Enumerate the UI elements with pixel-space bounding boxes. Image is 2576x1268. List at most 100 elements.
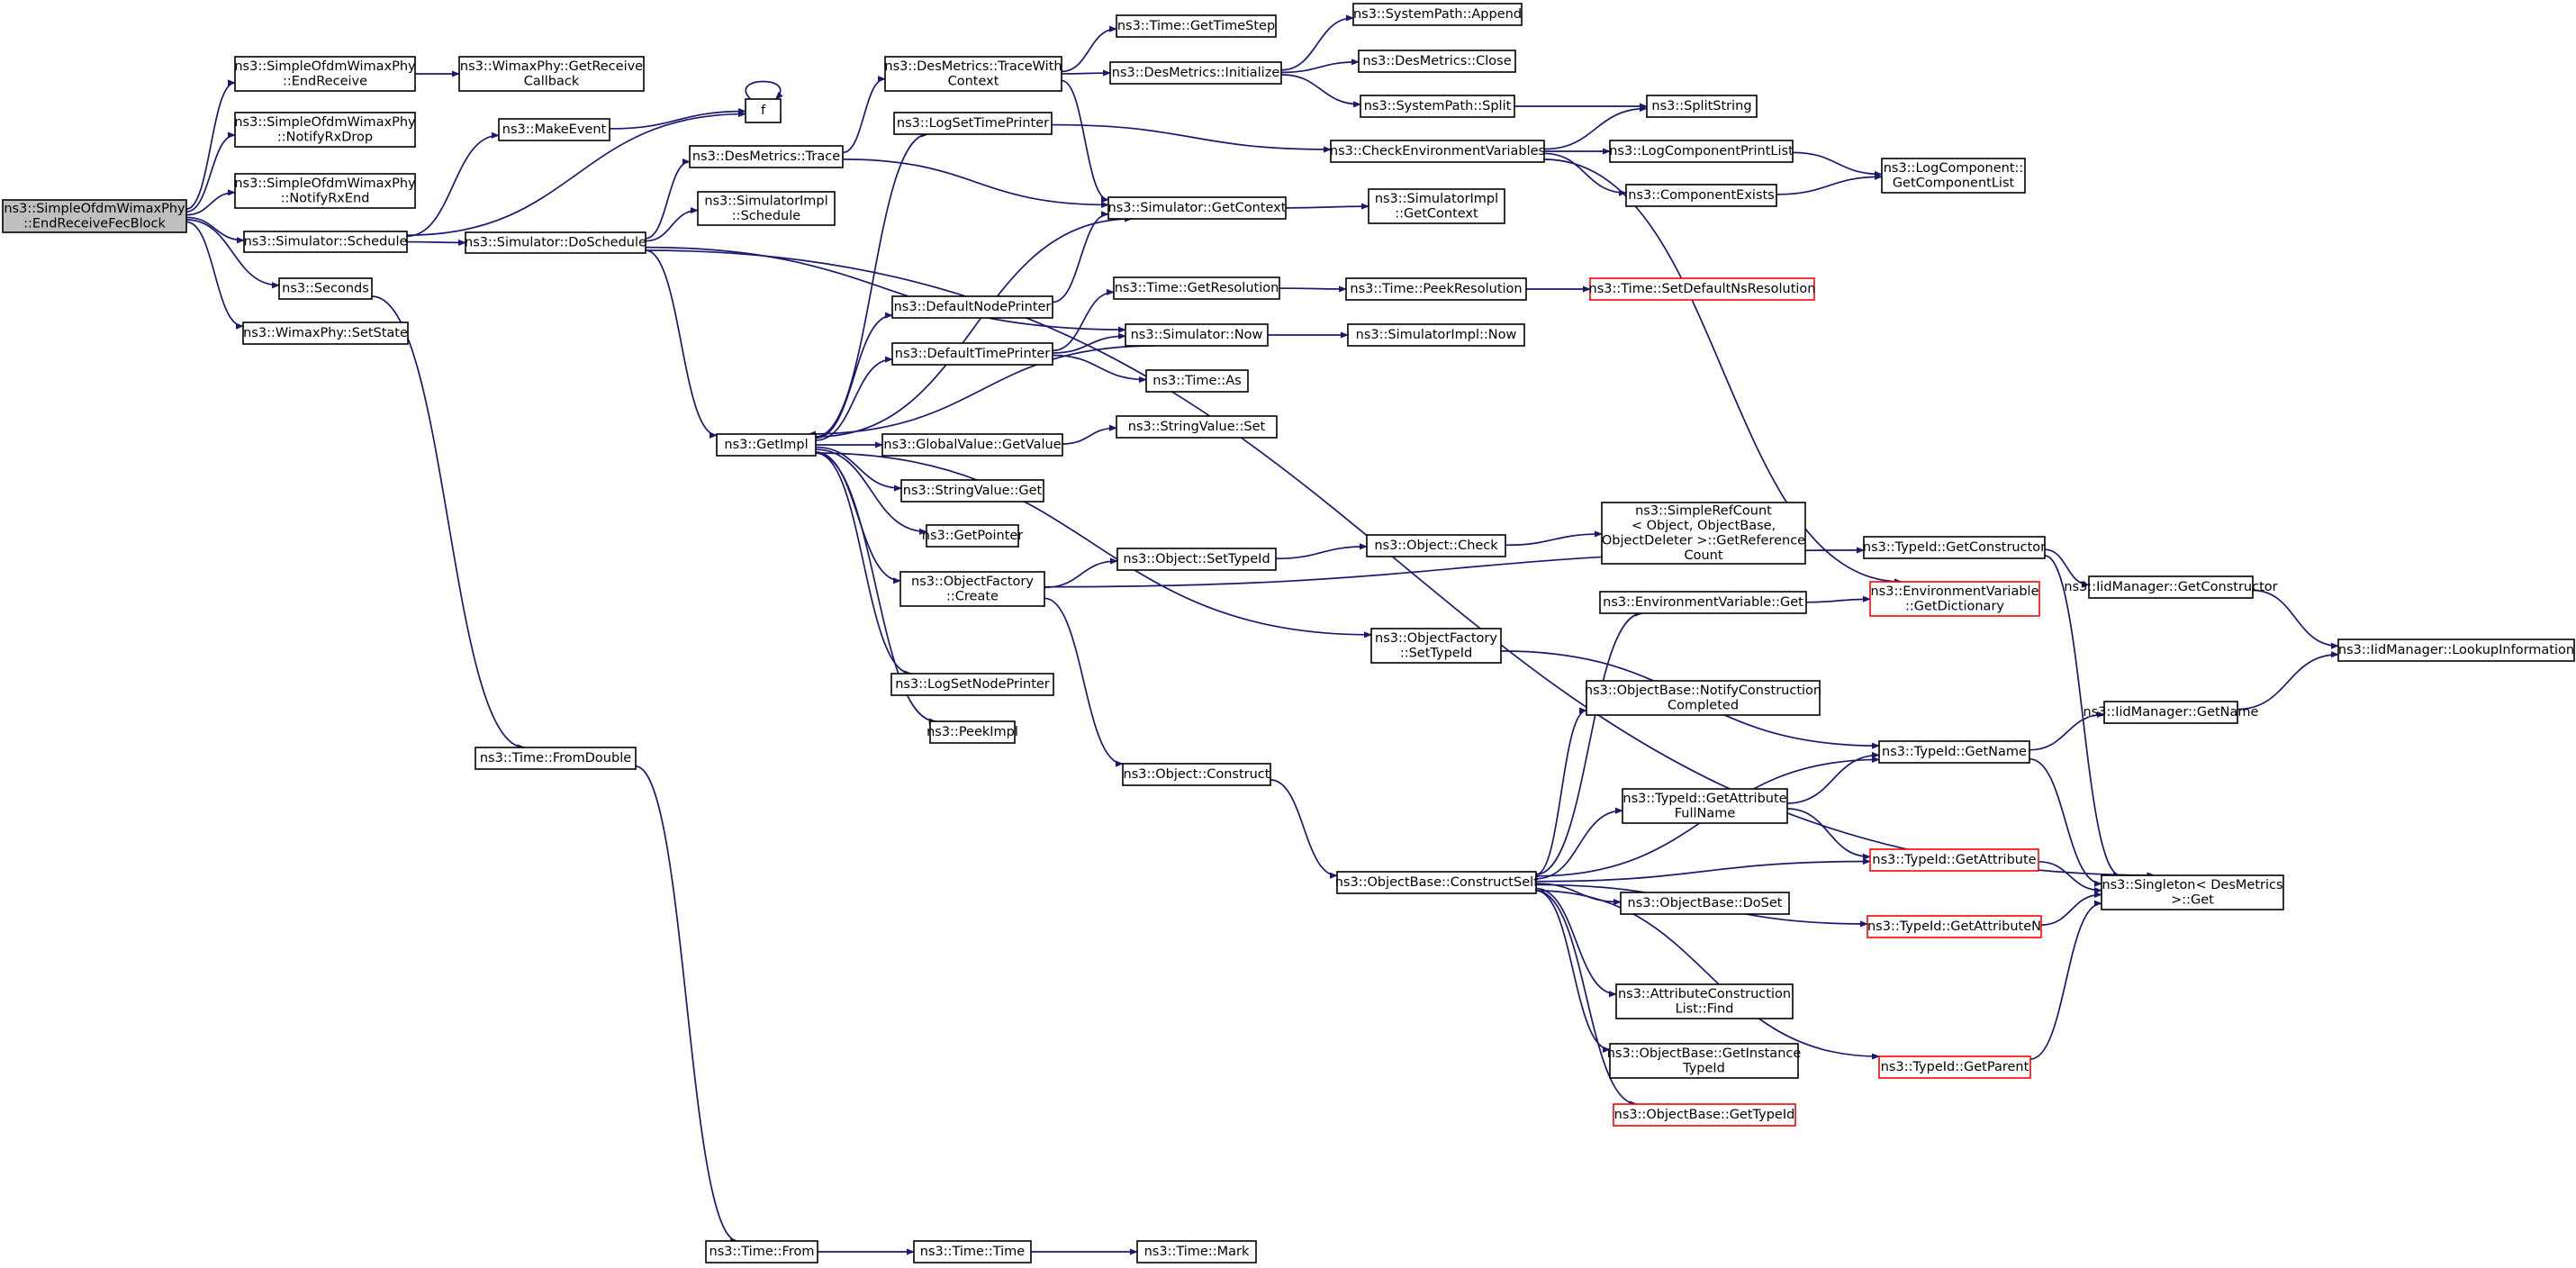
node-env-get-dictionary[interactable]: ns3::EnvironmentVariable::GetDictionary xyxy=(1869,581,2040,617)
node-simulator-now[interactable]: ns3::Simulator::Now xyxy=(1125,323,1269,347)
node-type-id-get-parent[interactable]: ns3::TypeId::GetParent xyxy=(1878,1055,2031,1079)
call-edge xyxy=(815,312,893,439)
call-edge xyxy=(842,76,886,154)
node-des-trace[interactable]: ns3::DesMetrics::Trace xyxy=(689,145,844,168)
node-default-node-printer[interactable]: ns3::DefaultNodePrinter xyxy=(891,295,1053,319)
node-object-construct[interactable]: ns3::Object::Construct xyxy=(1122,763,1271,786)
node-simple-ref-count[interactable]: ns3::SimpleRefCount< Object, ObjectBase,… xyxy=(1601,502,1806,565)
node-des-initialize[interactable]: ns3::DesMetrics::Initialize xyxy=(1109,61,1282,85)
node-type-id-get-attribute-n[interactable]: ns3::TypeId::GetAttributeN xyxy=(1866,915,2042,938)
node-get-time-step[interactable]: ns3::Time::GetTimeStep xyxy=(1116,14,1277,38)
node-sim-impl-now[interactable]: ns3::SimulatorImpl::Now xyxy=(1347,323,1525,347)
node-label: ns3::WimaxPhy::SetState xyxy=(243,326,408,340)
node-singleton-get[interactable]: ns3::Singleton< DesMetrics>::Get xyxy=(2101,874,2284,910)
node-get-resolution[interactable]: ns3::Time::GetResolution xyxy=(1113,276,1280,300)
node-label: ns3::Simulator::DoSchedule xyxy=(465,236,646,250)
node-label: TypeId xyxy=(1682,1061,1725,1075)
node-object-check[interactable]: ns3::Object::Check xyxy=(1366,534,1506,557)
node-box xyxy=(1370,628,1502,664)
node-peek-resolution[interactable]: ns3::Time::PeekResolution xyxy=(1345,277,1527,301)
node-time-mark[interactable]: ns3::Time::Mark xyxy=(1136,1240,1257,1263)
node-set-default-ns-resolution[interactable]: ns3::Time::SetDefaultNsResolution xyxy=(1589,277,1816,301)
node-box xyxy=(458,56,645,92)
node-get-pointer[interactable]: ns3::GetPointer xyxy=(922,524,1024,548)
node-label: ns3::ObjectFactory xyxy=(1375,631,1497,646)
node-component-exists[interactable]: ns3::ComponentExists xyxy=(1625,184,1777,207)
node-des-close[interactable]: ns3::DesMetrics::Close xyxy=(1358,50,1516,73)
node-end-receive[interactable]: ns3::SimpleOfdmWimaxPhy::EndReceive xyxy=(234,56,416,92)
call-edge xyxy=(1505,530,1603,547)
node-label: ::NotifyRxDrop xyxy=(277,130,373,144)
node-time-from[interactable]: ns3::Time::From xyxy=(705,1240,818,1263)
node-get-impl[interactable]: ns3::GetImpl xyxy=(716,433,817,457)
node-split-string[interactable]: ns3::SplitString xyxy=(1646,95,1758,118)
node-box xyxy=(716,433,817,457)
node-path-append[interactable]: ns3::SystemPath::Append xyxy=(1352,3,1523,26)
call-edge xyxy=(815,356,893,441)
node-from-double[interactable]: ns3::Time::FromDouble xyxy=(475,747,637,770)
node-end-receive-fec-block[interactable]: ns3::SimpleOfdmWimaxPhy::EndReceiveFecBl… xyxy=(2,199,187,233)
node-get-context[interactable]: ns3::Simulator::GetContext xyxy=(1107,196,1287,220)
node-default-time-printer[interactable]: ns3::DefaultTimePrinter xyxy=(891,342,1053,366)
node-label: Completed xyxy=(1668,698,1739,712)
node-do-schedule[interactable]: ns3::Simulator::DoSchedule xyxy=(465,231,646,254)
node-log-component-print-list[interactable]: ns3::LogComponentPrintList xyxy=(1609,140,1794,163)
node-notify-rx-drop[interactable]: ns3::SimpleOfdmWimaxPhy::NotifyRxDrop xyxy=(234,112,416,148)
node-schedule[interactable]: ns3::Simulator::Schedule xyxy=(243,231,408,253)
node-box xyxy=(705,1240,818,1263)
node-notify-construction-completed[interactable]: ns3::ObjectBase::NotifyConstructionCompl… xyxy=(1585,680,1821,716)
call-edge xyxy=(1535,890,1611,1053)
node-box xyxy=(929,720,1016,744)
node-label: ns3::SimpleOfdmWimaxPhy xyxy=(234,177,416,191)
node-log-set-time-printer[interactable]: ns3::LogSetTimePrinter xyxy=(893,112,1053,135)
node-type-id-get-name[interactable]: ns3::TypeId::GetName xyxy=(1878,740,2030,764)
node-label: ns3::Object::SetTypeId xyxy=(1123,552,1270,566)
node-string-value-set[interactable]: ns3::StringValue::Set xyxy=(1116,415,1278,439)
call-edge xyxy=(1044,557,1118,589)
node-object-base-get-type-id[interactable]: ns3::ObjectBase::GetTypeId xyxy=(1613,1103,1796,1127)
node-set-state[interactable]: ns3::WimaxPhy::SetState xyxy=(242,322,409,345)
node-type-id-get-attribute[interactable]: ns3::TypeId::GetAttribute xyxy=(1869,848,2039,872)
node-global-value-get-value[interactable]: ns3::GlobalValue::GetValue xyxy=(881,433,1063,457)
node-type-id-get-constructor[interactable]: ns3::TypeId::GetConstructor xyxy=(1863,536,2046,559)
node-label: ns3::ObjectBase::GetInstance xyxy=(1607,1046,1802,1061)
node-iid-lookup-information[interactable]: ns3::IidManager::LookupInformation xyxy=(2337,639,2575,662)
call-edge xyxy=(1051,123,1332,153)
node-box xyxy=(899,571,1045,607)
node-sim-impl-schedule[interactable]: ns3::SimulatorImpl::Schedule xyxy=(697,191,836,226)
node-box xyxy=(1360,95,1515,118)
node-box xyxy=(913,1240,1032,1263)
call-edge xyxy=(808,345,1154,438)
node-label: ns3::StringValue::Get xyxy=(903,484,1043,498)
node-make-event[interactable]: ns3::MakeEvent xyxy=(498,118,610,141)
node-object-factory-create[interactable]: ns3::ObjectFactory::Create xyxy=(899,571,1045,607)
node-label: ns3::EnvironmentVariable::Get xyxy=(1603,595,1803,610)
node-string-value-get[interactable]: ns3::StringValue::Get xyxy=(900,479,1044,503)
node-notify-rx-end[interactable]: ns3::SimpleOfdmWimaxPhy::NotifyRxEnd xyxy=(234,173,416,209)
node-seconds[interactable]: ns3::Seconds xyxy=(278,277,373,300)
node-f[interactable]: f xyxy=(745,98,782,123)
node-time-time[interactable]: ns3::Time::Time xyxy=(913,1240,1032,1263)
node-time-as[interactable]: ns3::Time::As xyxy=(1145,369,1249,393)
node-construct-self[interactable]: ns3::ObjectBase::ConstructSelf xyxy=(1335,871,1539,894)
node-env-get[interactable]: ns3::EnvironmentVariable::Get xyxy=(1599,591,1807,614)
node-log-set-node-printer[interactable]: ns3::LogSetNodePrinter xyxy=(890,673,1054,696)
node-box xyxy=(1122,763,1271,786)
node-path-split[interactable]: ns3::SystemPath::Split xyxy=(1360,95,1515,118)
node-iid-get-name[interactable]: ns3::IidManager::GetName xyxy=(2083,701,2259,724)
node-iid-get-constructor[interactable]: ns3::IidManager::GetConstructor xyxy=(2064,575,2278,599)
node-sim-impl-get-context[interactable]: ns3::SimulatorImpl::GetContext xyxy=(1368,188,1505,224)
node-ofset-type-id[interactable]: ns3::ObjectFactory::SetTypeId xyxy=(1370,628,1502,664)
node-peek-impl[interactable]: ns3::PeekImpl xyxy=(926,720,1018,744)
node-do-set[interactable]: ns3::ObjectBase::DoSet xyxy=(1620,892,1790,915)
node-object-set-type-id[interactable]: ns3::Object::SetTypeId xyxy=(1116,548,1277,571)
node-log-component-get-list[interactable]: ns3::LogComponent::GetComponentList xyxy=(1881,158,2026,194)
node-check-env[interactable]: ns3::CheckEnvironmentVariables xyxy=(1330,140,1545,163)
node-box xyxy=(1345,277,1527,301)
